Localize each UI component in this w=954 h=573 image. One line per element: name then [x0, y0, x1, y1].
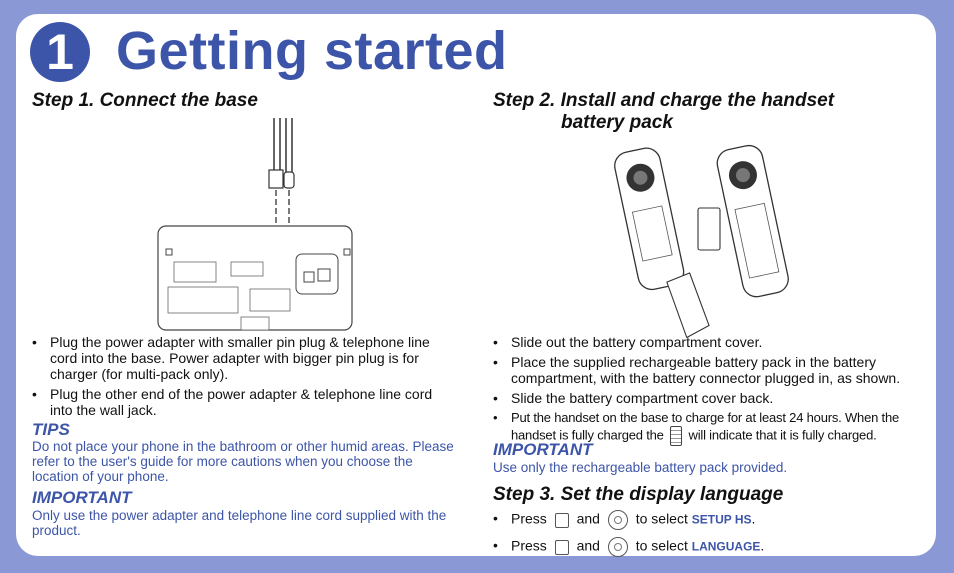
- important-heading: IMPORTANT: [32, 488, 132, 507]
- list-item: Place the supplied rechargeable battery …: [493, 354, 923, 386]
- list-item: Slide out the battery compartment cover.: [493, 334, 923, 350]
- step1-bullet-list: Plug the power adapter with smaller pin …: [32, 334, 457, 422]
- list-item: Press and to select LANGUAGE.: [493, 537, 923, 557]
- menu-key-icon: [554, 512, 569, 528]
- phone-plug-icon: [268, 169, 284, 189]
- nav-key-icon: [607, 537, 628, 557]
- step2-heading: Step 2. Install and charge the handset b…: [493, 90, 834, 134]
- step2-important-text: Use only the rechargeable battery pack p…: [493, 460, 788, 475]
- step2-bullet-list: Slide out the battery compartment cover.…: [493, 334, 923, 450]
- list-item: Plug the other end of the power adapter …: [32, 386, 457, 418]
- step2-important-heading: IMPORTANT: [493, 440, 593, 459]
- list-item: Plug the power adapter with smaller pin …: [32, 334, 457, 382]
- step3-heading: Step 3. Set the display language: [493, 484, 784, 505]
- base-connection-illustration: [157, 118, 353, 331]
- step3-bullet-list: Press and to select SETUP HS. Press and …: [493, 510, 923, 561]
- power-plug-icon: [283, 171, 295, 189]
- step2-heading-line2: battery pack: [561, 112, 673, 133]
- menu-option-setup-hs: SETUP HS: [691, 512, 752, 527]
- content-card: 1 Getting started Step 1. Connect the ba…: [16, 14, 936, 557]
- step1-heading: Step 1. Connect the base: [32, 90, 258, 111]
- tips-heading: TIPS: [32, 420, 70, 439]
- step-number-badge: 1: [30, 22, 90, 82]
- step2-heading-line1: Step 2. Install and charge the handset: [493, 90, 835, 111]
- list-item: Slide the battery compartment cover back…: [493, 390, 923, 406]
- menu-key-icon: [554, 539, 569, 555]
- tips-text: Do not place your phone in the bathroom …: [32, 439, 454, 484]
- menu-option-language: LANGUAGE: [691, 539, 761, 554]
- list-item: Put the handset on the base to charge fo…: [493, 410, 923, 446]
- handset-battery-illustration: [614, 144, 789, 338]
- battery-icon: [670, 426, 683, 446]
- page-title: Getting started: [116, 21, 508, 81]
- battery-cover-outline: [666, 272, 710, 338]
- nav-key-icon: [607, 510, 628, 530]
- battery-pack-outline: [697, 207, 721, 251]
- important-text: Only use the power adapter and telephone…: [32, 508, 447, 538]
- list-item: Press and to select SETUP HS.: [493, 510, 923, 530]
